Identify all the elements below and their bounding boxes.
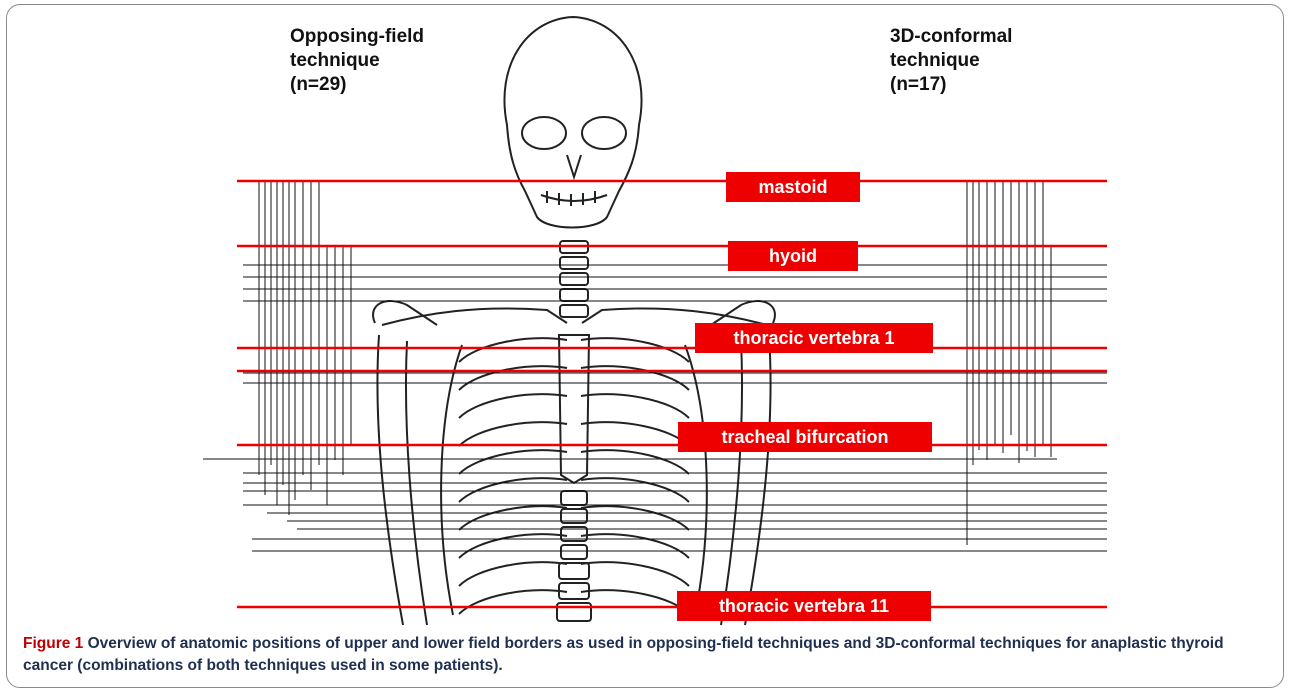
landmark-label-thoracic-vertebra-11: thoracic vertebra 11	[677, 591, 931, 621]
rib-right	[581, 394, 689, 418]
rib-left	[459, 590, 567, 614]
rib-right	[581, 562, 689, 586]
rib-right	[581, 478, 689, 502]
skeleton-illustration	[373, 17, 775, 625]
landmark-label-hyoid: hyoid	[728, 241, 858, 271]
rib-left	[459, 394, 567, 418]
rib-right	[581, 506, 689, 530]
figure-frame: Opposing-field technique (n=29) 3D-confo…	[6, 4, 1284, 688]
landmark-lines	[237, 181, 1107, 607]
landmark-label-thoracic-vertebra-1: thoracic vertebra 1	[695, 323, 933, 353]
figure-caption: Figure 1 Overview of anatomic positions …	[23, 633, 1273, 677]
skeleton-diagram	[7, 5, 1284, 625]
rib-left	[459, 338, 567, 362]
rib-left	[459, 562, 567, 586]
rib-left	[459, 506, 567, 530]
rib-left	[459, 422, 567, 446]
left-column-title: Opposing-field technique (n=29)	[290, 25, 424, 97]
rib-right	[581, 534, 689, 558]
landmark-label-mastoid: mastoid	[726, 172, 860, 202]
ribs	[459, 338, 689, 614]
field-border-lines	[203, 180, 1107, 551]
landmark-label-tracheal-bifurcation: tracheal bifurcation	[678, 422, 932, 452]
rib-right	[581, 590, 689, 614]
rib-left	[459, 534, 567, 558]
caption-text: Overview of anatomic positions of upper …	[23, 635, 1224, 674]
right-column-title: 3D-conformal technique (n=17)	[890, 25, 1012, 97]
rib-left	[459, 450, 567, 474]
caption-lead: Figure 1	[23, 635, 83, 652]
rib-right	[581, 338, 689, 362]
rib-right	[581, 450, 689, 474]
rib-left	[459, 478, 567, 502]
rib-right	[581, 422, 689, 446]
